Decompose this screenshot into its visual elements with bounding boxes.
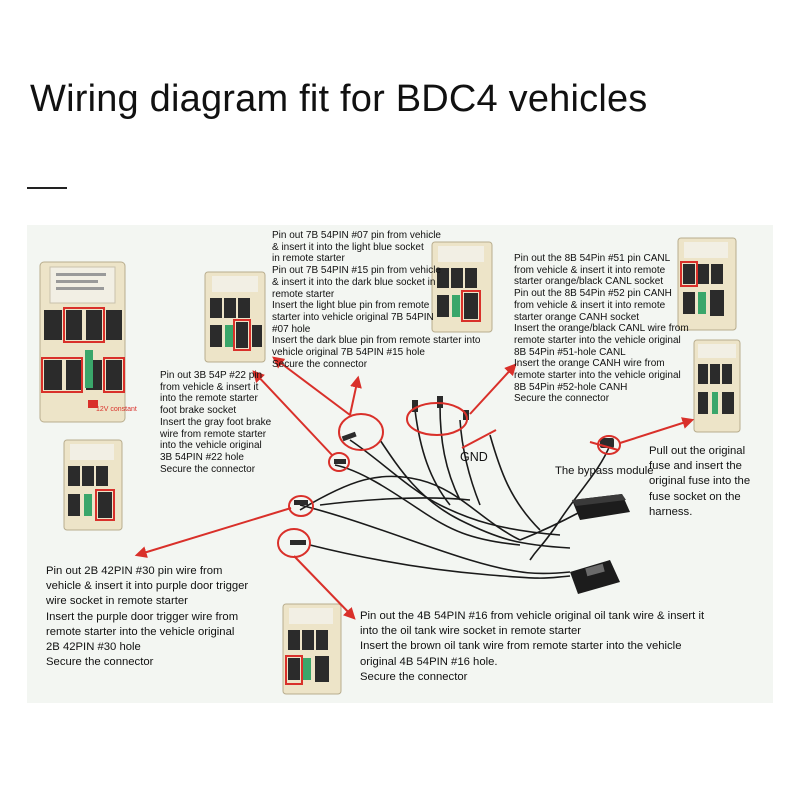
bdc-module-2b	[63, 439, 123, 531]
note-3b-foot-brake: Pin out 3B 54P #22 pin from vehicle & in…	[160, 370, 272, 475]
diagram-panel	[27, 225, 773, 703]
bdc-module-4b	[282, 603, 342, 695]
page-title: Wiring diagram fit for BDC4 vehicles	[30, 78, 648, 120]
bdc-module-fuse	[693, 339, 741, 433]
bdc-module-main	[39, 261, 126, 423]
pointer-arrows	[134, 356, 695, 620]
gnd-label: GND	[460, 450, 488, 464]
bdc-module-3b	[204, 271, 266, 363]
note-fuse: Pull out the original fuse and insert th…	[649, 445, 751, 518]
bdc-module-8b	[677, 237, 737, 331]
note-7b-light-dark-blue: Pin out 7B 54PIN #07 pin from vehicle & …	[272, 230, 481, 370]
bypass-module	[570, 494, 630, 594]
title-underline	[27, 187, 67, 189]
bdc-module-7b	[431, 241, 493, 333]
note-8b-canl-canh: Pin out the 8B 54Pin #51 pin CANL from v…	[514, 253, 689, 405]
highlight-circles	[277, 402, 621, 558]
note-2b-door-trigger: Pin out 2B 42PIN #30 pin wire from vehic…	[46, 565, 249, 669]
note-4b-oil-tank: Pin out the 4B 54PIN #16 from vehicle or…	[360, 610, 705, 683]
bypass-module-label: The bypass module	[555, 465, 654, 477]
constant-power-label: 12V constant	[96, 406, 137, 413]
